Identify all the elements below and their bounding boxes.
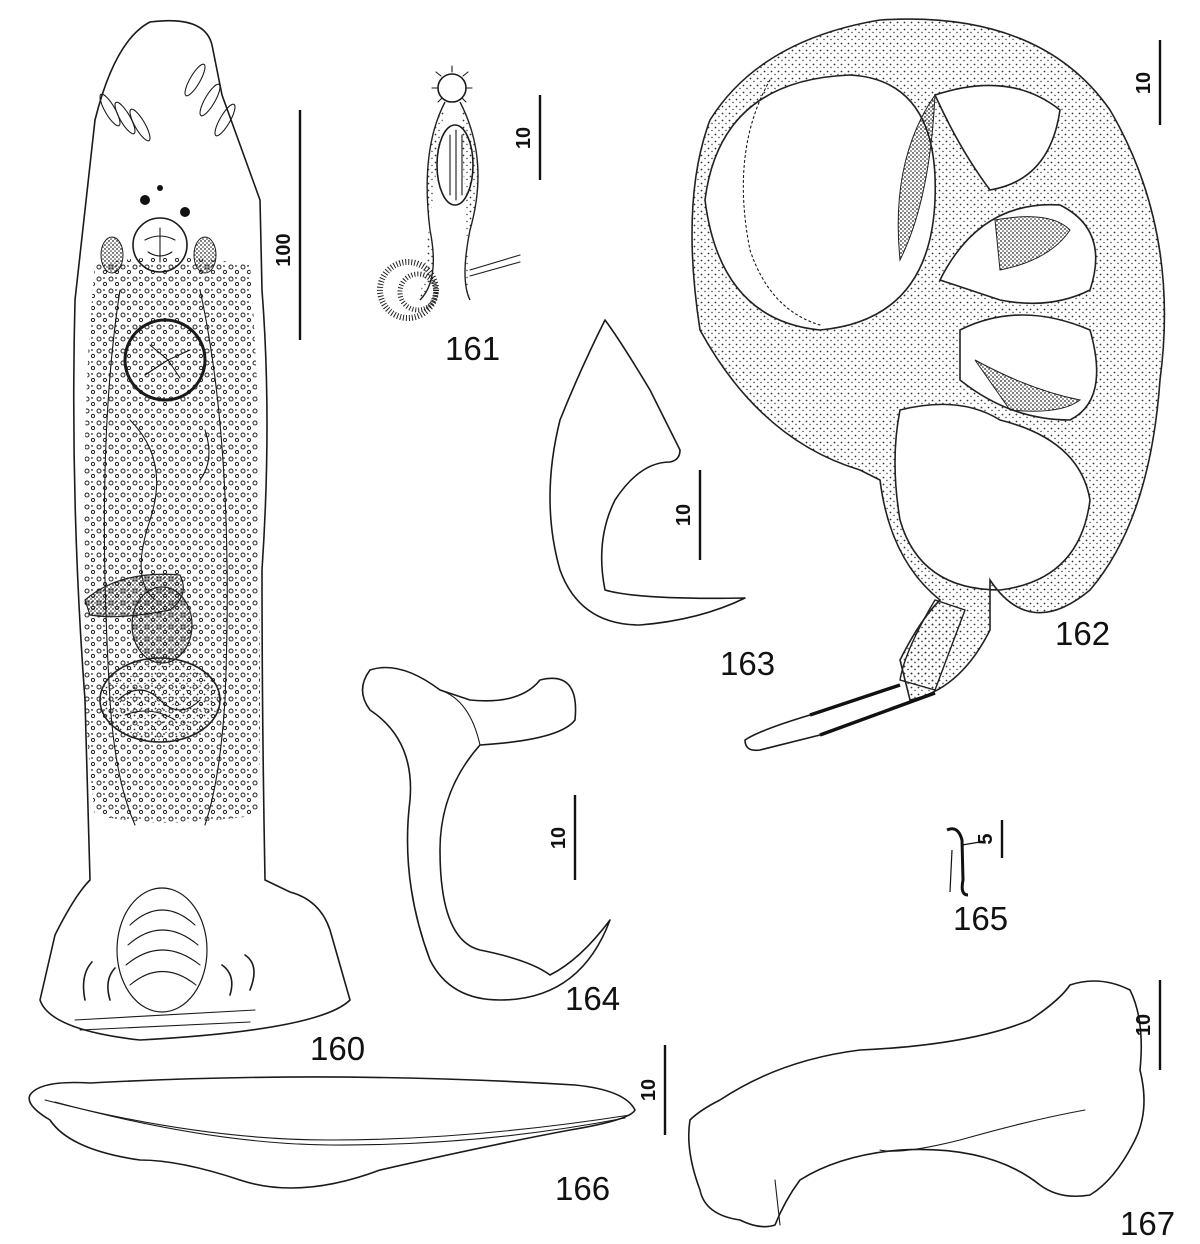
- figure-number-163: 163: [720, 645, 775, 682]
- scale-label-164: 10: [548, 827, 570, 849]
- figure-160-whole-worm: 100 160: [39, 19, 365, 1067]
- figure-163-anchor: 10 163: [549, 319, 775, 682]
- figure-number-165: 165: [953, 900, 1008, 937]
- figure-number-160: 160: [310, 1030, 365, 1067]
- male-copulatory-organ-small: [123, 318, 207, 402]
- figure-number-164: 164: [565, 980, 620, 1017]
- eyespot: [180, 207, 190, 217]
- figure-number-161: 161: [445, 330, 500, 367]
- figure-number-166: 166: [555, 1170, 610, 1207]
- scale-label-166: 10: [638, 1079, 660, 1101]
- figure-162-male-copulatory-organ: 10 162: [691, 18, 1166, 752]
- scale-label-160: 100: [273, 233, 295, 266]
- figure-165-hook: 5 165: [946, 820, 1008, 937]
- figure-161-vagina: 10 161: [377, 65, 542, 367]
- figure-164-anchor: 10 164: [361, 666, 620, 1017]
- figure-166-ventral-bar: 10 166: [28, 1045, 667, 1207]
- scale-label-163: 10: [673, 504, 695, 526]
- eyespot: [157, 185, 163, 191]
- cephalic-glands: [99, 63, 236, 142]
- pharynx: [132, 217, 188, 273]
- scale-label-167: 10: [1133, 1014, 1155, 1036]
- eyespot: [140, 195, 150, 205]
- scale-label-165: 5: [975, 833, 997, 844]
- haptor: [74, 887, 256, 1031]
- scale-label-161: 10: [513, 127, 535, 149]
- figure-number-167: 167: [1120, 1205, 1175, 1242]
- scale-label-162: 10: [1133, 72, 1155, 94]
- figure-number-162: 162: [1055, 615, 1110, 652]
- figure-167-dorsal-bar: 10 167: [687, 980, 1175, 1242]
